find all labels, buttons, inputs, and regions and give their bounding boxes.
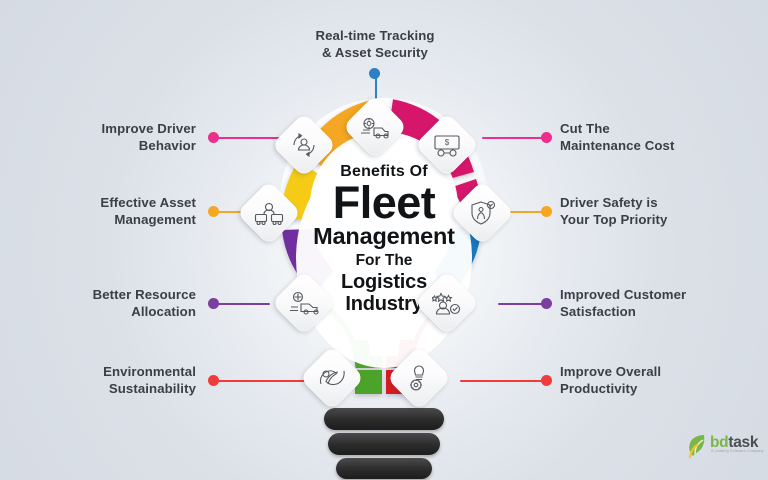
- label-improve-driver-behavior: Improve Driver Behavior: [20, 121, 196, 154]
- connector-line-improve-overall-productivity: [460, 380, 544, 382]
- icon-badge-cut-the-maintenance-cost[interactable]: $: [414, 112, 480, 178]
- svg-text:$: $: [445, 138, 450, 147]
- safety-shield-icon: [459, 190, 505, 236]
- label-real-time-tracking-line2: & Asset Security: [322, 44, 428, 60]
- icon-badge-effective-asset-management[interactable]: [236, 180, 302, 246]
- label-cut-the-maintenance-cost-line2: Maintenance Cost: [560, 137, 675, 153]
- label-real-time-tracking: Real-time Tracking & Asset Security: [275, 28, 475, 61]
- label-driver-safety-top-priority-line1: Driver Safety is: [560, 195, 658, 210]
- label-improve-overall-productivity-line2: Productivity: [560, 380, 638, 396]
- connector-dot-better-resource-allocation: [208, 298, 219, 309]
- productivity-gear-icon: [396, 355, 442, 401]
- label-cut-the-maintenance-cost: Cut The Maintenance Cost: [560, 121, 760, 154]
- connector-dot-improved-customer-satisfaction: [541, 298, 552, 309]
- resource-allocation-icon: [281, 280, 327, 326]
- label-real-time-tracking-line1: Real-time Tracking: [315, 28, 435, 43]
- connector-line-real-time-tracking: [375, 76, 377, 110]
- label-improve-driver-behavior-line1: Improve Driver: [101, 121, 196, 136]
- label-improve-overall-productivity: Improve Overall Productivity: [560, 364, 760, 397]
- connector-dot-improve-driver-behavior: [208, 132, 219, 143]
- label-better-resource-allocation-line2: Allocation: [131, 303, 196, 319]
- lightbulb-base-ring-1: [324, 408, 444, 430]
- label-driver-safety-top-priority-line2: Your Top Priority: [560, 211, 668, 227]
- label-environmental-sustainability-line1: Environmental: [103, 364, 196, 379]
- connector-dot-driver-safety-top-priority: [541, 206, 552, 217]
- label-improved-customer-satisfaction: Improved Customer Satisfaction: [560, 287, 765, 320]
- icon-badge-real-time-tracking[interactable]: [342, 94, 408, 160]
- connector-line-driver-safety-top-priority: [506, 211, 544, 213]
- icon-badge-driver-safety-top-priority[interactable]: [449, 180, 515, 246]
- label-improve-driver-behavior-line2: Behavior: [138, 137, 196, 153]
- label-environmental-sustainability-line2: Sustainability: [108, 380, 196, 396]
- icon-badge-improve-driver-behavior[interactable]: [271, 112, 337, 178]
- asset-management-icon: [246, 190, 292, 236]
- logo-wordmark: bdtask: [710, 434, 758, 452]
- connector-line-improved-customer-satisfaction: [498, 303, 544, 305]
- connector-line-cut-the-maintenance-cost: [482, 137, 544, 139]
- logo-text-bd: bd: [710, 434, 729, 451]
- label-environmental-sustainability: Environmental Sustainability: [20, 364, 196, 397]
- connector-dot-improve-overall-productivity: [541, 375, 552, 386]
- eco-leaf-icon: [309, 355, 355, 401]
- icon-badge-environmental-sustainability[interactable]: [299, 345, 365, 411]
- label-effective-asset-management: Effective Asset Management: [20, 195, 196, 228]
- arc-segment-green-bottom: [355, 370, 382, 394]
- connector-line-better-resource-allocation: [216, 303, 270, 305]
- label-improved-customer-satisfaction-line2: Satisfaction: [560, 303, 636, 319]
- label-better-resource-allocation: Better Resource Allocation: [20, 287, 196, 320]
- icon-badge-better-resource-allocation[interactable]: [271, 270, 337, 336]
- logo-text-task: task: [728, 434, 759, 451]
- label-cut-the-maintenance-cost-line1: Cut The: [560, 121, 610, 136]
- connector-dot-real-time-tracking: [369, 68, 380, 79]
- icon-badge-improved-customer-satisfaction[interactable]: [414, 270, 480, 336]
- label-effective-asset-management-line1: Effective Asset: [100, 195, 196, 210]
- label-improved-customer-satisfaction-line1: Improved Customer: [560, 287, 687, 302]
- customer-satisfaction-icon: [424, 280, 470, 326]
- maintenance-cost-icon: $: [424, 122, 470, 168]
- logo-tagline: A Leading Software Company: [711, 449, 764, 453]
- truck-tracking-icon: [352, 104, 398, 150]
- connector-dot-effective-asset-management: [208, 206, 219, 217]
- icon-badge-improve-overall-productivity[interactable]: [386, 345, 452, 411]
- lightbulb-base-ring-2: [328, 433, 440, 455]
- connector-dot-cut-the-maintenance-cost: [541, 132, 552, 143]
- label-driver-safety-top-priority: Driver Safety is Your Top Priority: [560, 195, 760, 228]
- driver-behavior-cycle-icon: [281, 122, 327, 168]
- label-improve-overall-productivity-line1: Improve Overall: [560, 364, 662, 379]
- label-effective-asset-management-line2: Management: [114, 211, 196, 227]
- connector-line-environmental-sustainability: [216, 380, 312, 382]
- lightbulb-base-ring-3: [336, 458, 432, 479]
- connector-line-improve-driver-behavior: [216, 137, 286, 139]
- connector-dot-environmental-sustainability: [208, 375, 219, 386]
- label-better-resource-allocation-line1: Better Resource: [92, 287, 196, 302]
- bdtask-logo[interactable]: bdtask A Leading Software Company: [686, 433, 764, 459]
- leaf-icon: [688, 435, 705, 458]
